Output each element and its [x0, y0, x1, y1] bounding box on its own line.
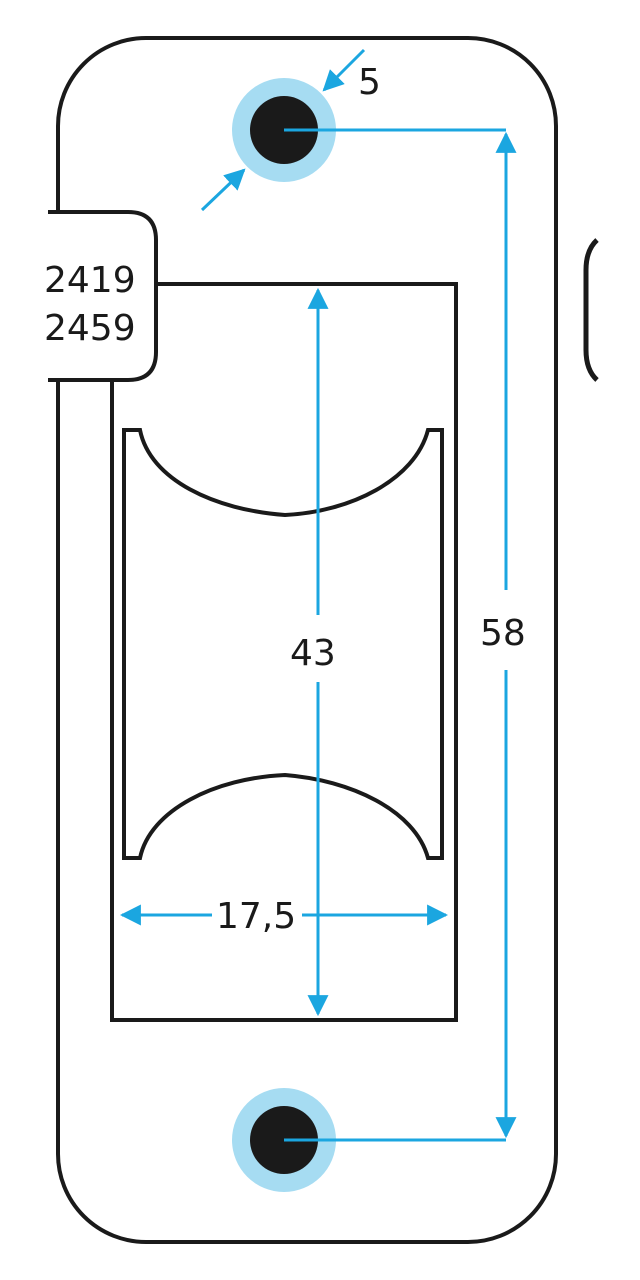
- plate-outline: [56, 36, 558, 1244]
- adjacent-plate-edge: [583, 238, 599, 382]
- slot-width-label: 17,5: [216, 896, 296, 937]
- hole-diameter-arrow-upper: [322, 48, 366, 92]
- hole-spacing-label: 58: [480, 613, 526, 654]
- part-code-1: 2419: [44, 260, 136, 301]
- slot-cutout: [122, 428, 444, 860]
- hole-diameter-label: 5: [358, 62, 381, 103]
- slot-length-label: 43: [290, 633, 336, 674]
- inner-frame: [110, 282, 458, 1022]
- code-tab: [48, 210, 158, 382]
- hole-diameter-arrow-lower: [200, 168, 246, 212]
- part-code-2: 2459: [44, 308, 136, 349]
